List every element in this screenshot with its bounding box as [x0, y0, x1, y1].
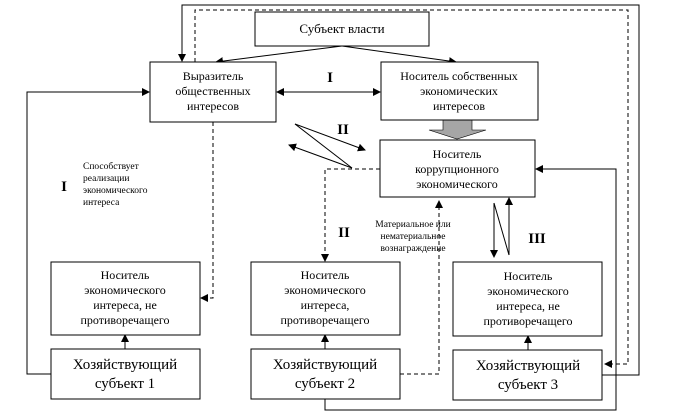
left-feedback-line	[26, 88, 150, 375]
entity2-to-corrupt-line	[324, 165, 617, 411]
outer-dashed-loop	[194, 9, 629, 368]
corrupt-to-carrier2-dashed	[321, 168, 380, 262]
cross-arrow-2	[288, 143, 353, 169]
reward-dashed	[400, 200, 443, 375]
outer-solid-loop	[178, 4, 640, 376]
gray-block-arrow	[428, 119, 487, 140]
authority-box: Субъект власти	[254, 11, 430, 47]
svg-text:Субъект власти: Субъект власти	[299, 21, 384, 36]
roman-1-top: I	[327, 70, 333, 86]
cross-arrow-1	[294, 123, 366, 152]
iii-diagonal	[493, 202, 510, 256]
authority-to-public-arrow	[215, 45, 343, 66]
authority-to-own-arrow	[341, 45, 457, 65]
roman-2-mid: II	[338, 225, 350, 241]
connectors	[26, 4, 640, 411]
public-to-carrier1-dashed	[200, 122, 214, 302]
cross-line	[294, 123, 353, 169]
roman-3: III	[528, 231, 546, 247]
roman-1-left: I	[61, 179, 67, 195]
roman-2-top: II	[337, 122, 349, 138]
